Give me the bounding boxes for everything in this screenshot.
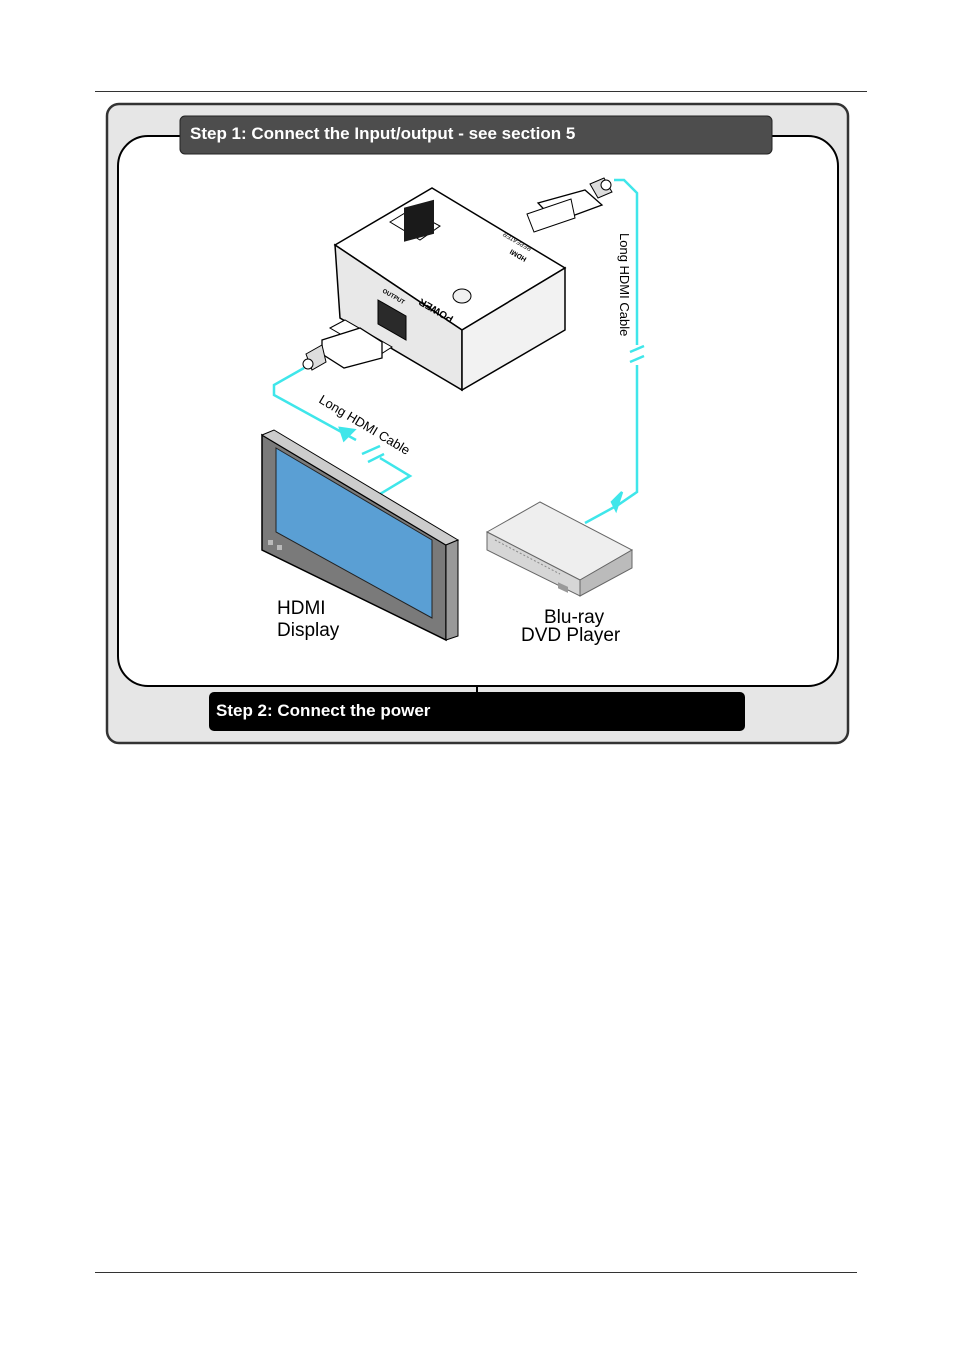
cable-left (272, 366, 413, 496)
output-port-icon (377, 299, 407, 341)
hdmi-display-icon (260, 429, 460, 642)
cable-top-right (584, 178, 645, 525)
brand-logo-icon (389, 199, 441, 242)
power-button-icon (452, 288, 472, 304)
display-label-line1: HDMI (277, 598, 326, 619)
player-label-line1: Blu-ray (544, 607, 605, 628)
step2-banner: Step 2: Connect the power (209, 692, 745, 731)
display-label-line2: Display (277, 620, 340, 641)
bottom-rule (95, 1272, 857, 1273)
hdmi-plug-output-icon (302, 319, 393, 371)
bluray-player-icon (485, 501, 634, 597)
step2-title: Step 2: Connect the power (216, 701, 431, 720)
hdmi-plug-input-icon (526, 177, 613, 233)
cable-top-label: Long HDMI Cable (617, 233, 632, 336)
step1-banner: Step 1: Connect the Input/output - see s… (179, 115, 773, 155)
step1-title: Step 1: Connect the Input/output - see s… (190, 124, 575, 143)
player-label-line2: DVD Player (521, 625, 621, 646)
top-rule (95, 91, 867, 92)
